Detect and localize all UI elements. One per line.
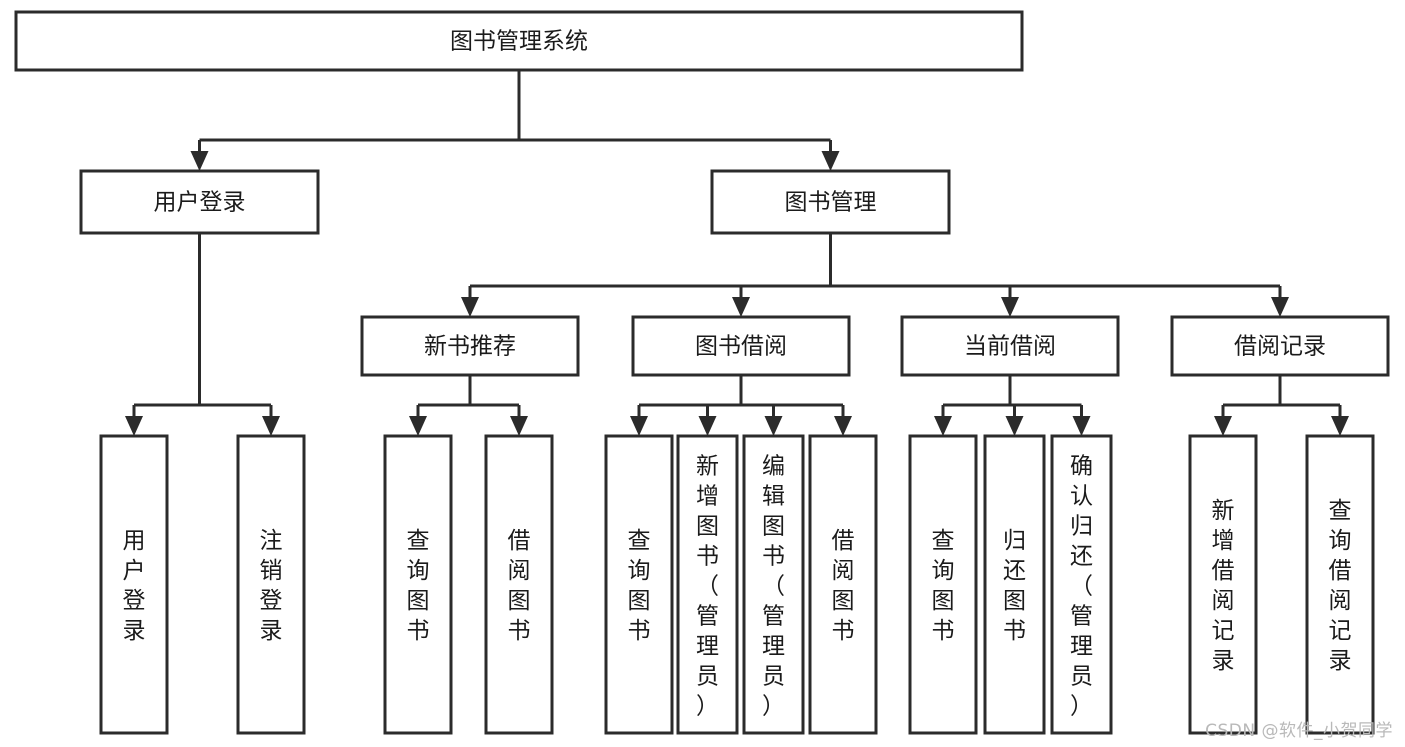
arrow-head-icon [934, 416, 952, 436]
node-box [99, 434, 169, 735]
node-box [908, 434, 978, 735]
node-leaf-add-record[interactable]: 新增借阅记录 [1188, 434, 1258, 735]
node-label: 新增图书（管理员） [696, 453, 719, 719]
node-leaf-edit-book[interactable]: 编辑图书（管理员） [742, 434, 805, 735]
arrow-head-icon [409, 416, 427, 436]
node-root[interactable]: 图书管理系统 [14, 10, 1024, 72]
node-leaf-logout[interactable]: 注销登录 [236, 434, 306, 735]
node-book-borrow[interactable]: 图书借阅 [631, 315, 851, 377]
node-leaf-add-book[interactable]: 新增图书（管理员） [676, 434, 739, 735]
node-label: 归还图书 [1003, 528, 1026, 644]
arrow-head-icon [764, 416, 783, 436]
node-box [79, 169, 320, 235]
node-label: 用户登录 [154, 190, 246, 216]
connector-group-new-book-recommend [409, 375, 528, 436]
arrow-head-icon [510, 416, 528, 436]
arrow-head-icon [262, 416, 280, 436]
node-user-login[interactable]: 用户登录 [79, 169, 320, 235]
node-label: 确认归还（管理员） [1070, 453, 1093, 719]
node-box [983, 434, 1046, 735]
node-layer: 图书管理系统用户登录图书管理新书推荐图书借阅当前借阅借阅记录用户登录注销登录查询… [14, 10, 1390, 735]
node-leaf-query-book-borrow[interactable]: 查询图书 [604, 434, 674, 735]
node-box [1305, 434, 1375, 735]
connector-group-root [190, 70, 840, 171]
node-leaf-query-book-recommend[interactable]: 查询图书 [383, 434, 453, 735]
arrow-head-icon [1005, 416, 1024, 436]
arrow-head-icon [1001, 297, 1019, 317]
node-label: 借阅图书 [832, 528, 855, 644]
node-label: 用户登录 [123, 528, 146, 644]
connector-group-borrow-record [1214, 375, 1349, 436]
node-leaf-borrow-book-recommend[interactable]: 借阅图书 [484, 434, 554, 735]
node-box [1170, 315, 1390, 377]
watermark: CSDN @软件_小贺同学 [1205, 721, 1393, 741]
node-box [604, 434, 674, 735]
node-label: 注销登录 [260, 528, 283, 644]
node-box [484, 434, 554, 735]
node-leaf-query-book-current[interactable]: 查询图书 [908, 434, 978, 735]
node-label: 图书借阅 [695, 334, 787, 360]
arrow-head-icon [1072, 416, 1091, 436]
arrow-head-icon [1331, 416, 1349, 436]
node-box [631, 315, 851, 377]
connector-group-book-borrow [630, 375, 852, 436]
node-box [236, 434, 306, 735]
arrow-head-icon [834, 416, 852, 436]
node-box [1188, 434, 1258, 735]
connector-group-user-login [125, 233, 280, 436]
arrow-head-icon [732, 297, 750, 317]
node-label: 图书管理 [785, 190, 877, 216]
node-new-book-recommend[interactable]: 新书推荐 [360, 315, 580, 377]
arrow-head-icon [821, 151, 840, 171]
node-label: 新增借阅记录 [1212, 498, 1235, 674]
node-current-borrow[interactable]: 当前借阅 [900, 315, 1120, 377]
node-label: 查询借阅记录 [1329, 498, 1352, 674]
node-label: 借阅图书 [508, 528, 531, 644]
connector-layer [125, 70, 1349, 436]
arrow-head-icon [461, 297, 479, 317]
node-book-manage[interactable]: 图书管理 [710, 169, 951, 235]
node-borrow-record[interactable]: 借阅记录 [1170, 315, 1390, 377]
node-box [360, 315, 580, 377]
node-box [676, 434, 739, 735]
node-box [808, 434, 878, 735]
node-label: 借阅记录 [1234, 334, 1326, 360]
arrow-head-icon [1271, 297, 1289, 317]
arrow-head-icon [1214, 416, 1232, 436]
node-box [14, 10, 1024, 72]
node-label: 编辑图书（管理员） [762, 453, 785, 719]
node-label: 查询图书 [628, 528, 651, 644]
arrow-head-icon [630, 416, 648, 436]
node-label: 当前借阅 [964, 334, 1056, 360]
node-leaf-return-book[interactable]: 归还图书 [983, 434, 1046, 735]
node-box [900, 315, 1120, 377]
node-box [742, 434, 805, 735]
arrow-head-icon [125, 416, 143, 436]
arrow-head-icon [698, 416, 717, 436]
node-label: 图书管理系统 [450, 29, 588, 55]
node-box [710, 169, 951, 235]
node-label: 新书推荐 [424, 334, 516, 360]
node-leaf-query-record[interactable]: 查询借阅记录 [1305, 434, 1375, 735]
node-leaf-borrow-book[interactable]: 借阅图书 [808, 434, 878, 735]
node-label: 查询图书 [932, 528, 955, 644]
connector-group-current-borrow [934, 375, 1091, 436]
node-box [1050, 434, 1113, 735]
node-leaf-confirm-return[interactable]: 确认归还（管理员） [1050, 434, 1113, 735]
arrow-head-icon [190, 151, 209, 171]
node-label: 查询图书 [407, 528, 430, 644]
node-box [383, 434, 453, 735]
node-leaf-user-login[interactable]: 用户登录 [99, 434, 169, 735]
connector-group-book-manage [461, 233, 1289, 317]
